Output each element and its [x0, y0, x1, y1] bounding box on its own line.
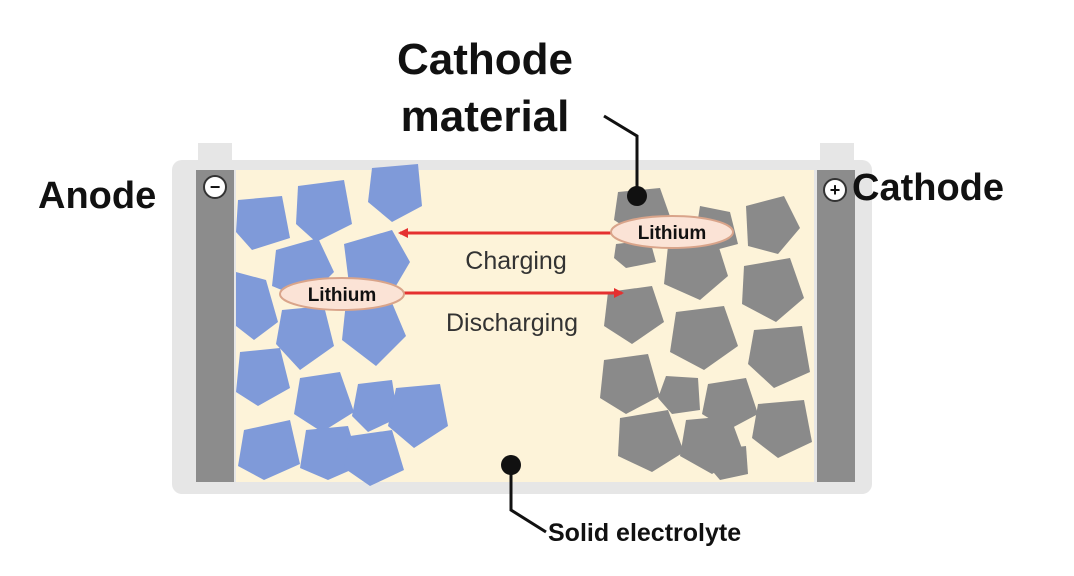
- cathode-particles: [600, 188, 812, 480]
- solid-electrolyte-label: Solid electrolyte: [548, 519, 741, 547]
- anode-plate: [196, 170, 234, 482]
- solid-electrolyte-leader: [501, 455, 547, 534]
- discharging-label: Discharging: [446, 309, 578, 337]
- anode-particle: [236, 272, 278, 340]
- anode-particle: [236, 348, 290, 406]
- anode-particle: [294, 372, 354, 432]
- anode-particle: [388, 384, 448, 448]
- cathode-particle: [742, 258, 804, 322]
- lithium-badge-top: Lithium: [610, 215, 734, 249]
- anode-particle: [238, 420, 300, 480]
- cathode-material-title-line2: material: [401, 92, 570, 141]
- svg-text:Lithium: Lithium: [308, 285, 377, 306]
- cathode-material-title-line1: Cathode: [397, 35, 573, 84]
- anode-particle: [236, 196, 290, 250]
- lithium-badge-bottom: Lithium: [279, 277, 405, 311]
- cathode-particle: [658, 376, 700, 414]
- cathode-particle: [708, 446, 748, 480]
- cathode-particle: [600, 354, 660, 414]
- cathode-particle: [670, 306, 738, 370]
- cathode-material-leader: [603, 114, 647, 206]
- cathode-particle: [746, 196, 800, 254]
- cathode-particle: [604, 286, 664, 344]
- plus-terminal-icon: +: [823, 178, 847, 202]
- minus-terminal-icon: −: [203, 175, 227, 199]
- anode-particle: [276, 306, 334, 370]
- cathode-particle: [664, 238, 728, 300]
- charging-label: Charging: [465, 247, 566, 275]
- anode-particle: [344, 430, 404, 486]
- anode-particle: [368, 164, 422, 222]
- cathode-label: Cathode: [852, 167, 1004, 209]
- anode-particle: [352, 380, 398, 432]
- svg-text:+: +: [830, 180, 841, 200]
- cathode-plate: [817, 170, 855, 482]
- anode-particle: [296, 180, 352, 242]
- cathode-particle: [618, 410, 684, 472]
- cathode-particle: [702, 378, 758, 430]
- anode-label: Anode: [38, 175, 156, 217]
- cathode-particle: [752, 400, 812, 458]
- anode-particle: [342, 298, 406, 366]
- svg-text:Lithium: Lithium: [638, 223, 707, 244]
- cathode-particle: [748, 326, 810, 388]
- svg-text:−: −: [210, 177, 221, 197]
